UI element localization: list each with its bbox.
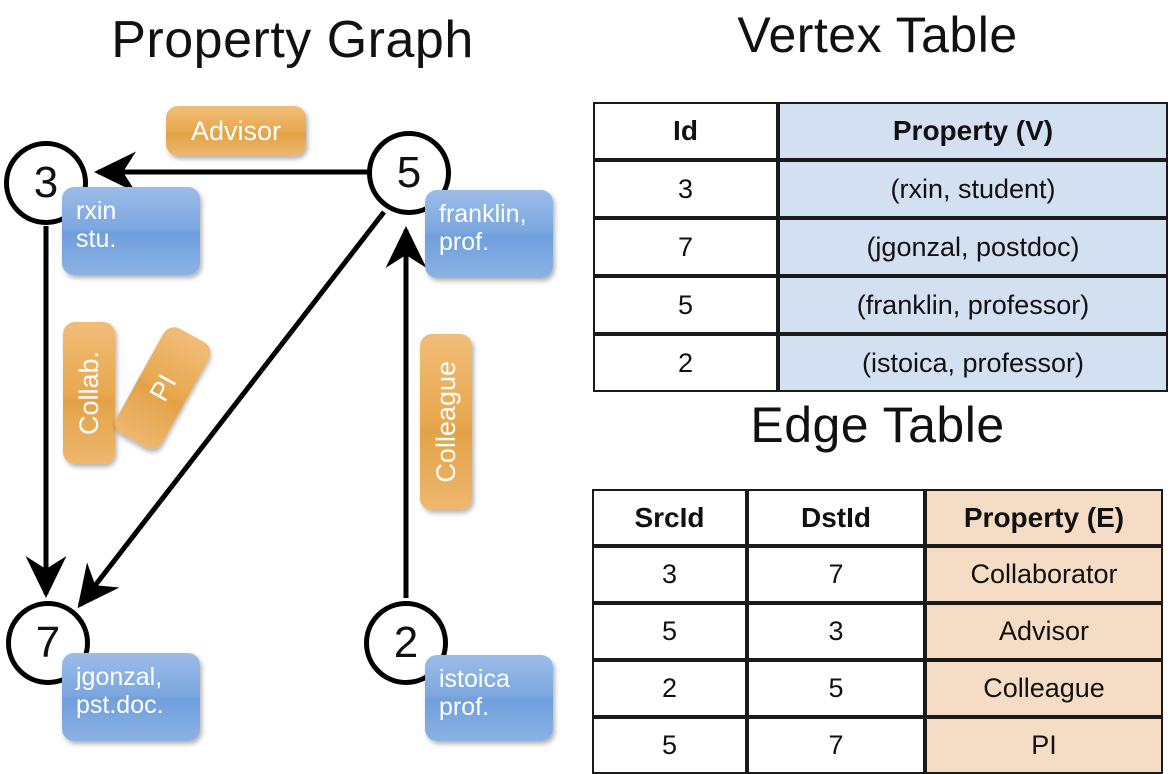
property-graph-diagram: 3 5 7 2 rxin stu. franklin, prof. jgonza…	[0, 0, 585, 760]
table-row[interactable]: 7 (jgonzal, postdoc)	[593, 218, 1168, 276]
edge-header-dstid: DstId	[747, 489, 925, 546]
edge-cell-dstid: 7	[747, 546, 925, 603]
node-property-box-5: franklin, prof.	[425, 190, 553, 278]
edge-cell-property: Collaborator	[925, 546, 1163, 603]
node-property-line1-2: istoica	[439, 665, 510, 693]
node-property-box-3: rxin stu.	[62, 187, 200, 275]
edge-header-property: Property (E)	[925, 489, 1163, 546]
edge-cell-srcid: 2	[592, 660, 747, 717]
node-property-line2-7: pst.doc.	[76, 691, 164, 719]
vertex-cell-id: 5	[593, 276, 778, 334]
vertex-cell-property: (franklin, professor)	[778, 276, 1168, 334]
vertex-table: Id Property (V) 3 (rxin, student) 7 (jgo…	[593, 102, 1168, 392]
edge-cell-srcid: 5	[592, 717, 747, 774]
table-row[interactable]: 5 7 PI	[592, 717, 1163, 774]
graph-node-2[interactable]: 2	[364, 601, 448, 685]
table-row[interactable]: 3 (rxin, student)	[593, 160, 1168, 218]
edge-label-colleague-text: Colleague	[430, 361, 461, 483]
table-row[interactable]: 2 (istoica, professor)	[593, 334, 1168, 392]
vertex-header-id: Id	[593, 102, 778, 160]
edge-cell-property: Advisor	[925, 603, 1163, 660]
vertex-cell-property: (jgonzal, postdoc)	[778, 218, 1168, 276]
edge-cell-property: PI	[925, 717, 1163, 774]
edge-table: SrcId DstId Property (E) 3 7 Collaborato…	[592, 489, 1163, 774]
page-title-property-graph: Property Graph	[111, 11, 474, 69]
graph-edges-svg	[25, 151, 427, 609]
section-title-vertex-table: Vertex Table	[737, 7, 1018, 63]
node-property-box-2: istoica prof.	[425, 655, 553, 741]
edge-label-advisor: Advisor	[166, 106, 306, 156]
table-header-row: Id Property (V)	[593, 102, 1168, 160]
vertex-cell-id: 2	[593, 334, 778, 392]
vertex-cell-property: (rxin, student)	[778, 160, 1168, 218]
vertex-cell-property: (istoica, professor)	[778, 334, 1168, 392]
node-property-line1-3: rxin	[76, 197, 117, 225]
edge-label-pi-text: PI	[143, 369, 182, 407]
table-row[interactable]: 2 5 Colleague	[592, 660, 1163, 717]
edge-label-collab: Collab.	[63, 322, 115, 464]
vertex-cell-id: 7	[593, 218, 778, 276]
table-row[interactable]: 5 (franklin, professor)	[593, 276, 1168, 334]
node-property-line2-2: prof.	[439, 693, 490, 721]
node-property-box-7: jgonzal, pst.doc.	[62, 653, 200, 741]
section-title-edge-table: Edge Table	[750, 397, 1005, 453]
vertex-cell-id: 3	[593, 160, 778, 218]
node-property-line1-5: franklin,	[439, 200, 527, 228]
table-row[interactable]: 5 3 Advisor	[592, 603, 1163, 660]
edge-cell-dstid: 7	[747, 717, 925, 774]
node-property-line2-5: prof.	[439, 228, 490, 256]
node-property-line1-7: jgonzal,	[76, 663, 163, 691]
edge-cell-srcid: 3	[592, 546, 747, 603]
table-header-row: SrcId DstId Property (E)	[592, 489, 1163, 546]
vertex-header-property: Property (V)	[778, 102, 1168, 160]
edge-cell-dstid: 3	[747, 603, 925, 660]
edge-label-colleague: Colleague	[420, 334, 472, 510]
edge-cell-dstid: 5	[747, 660, 925, 717]
edge-header-srcid: SrcId	[592, 489, 747, 546]
node-property-line2-3: stu.	[76, 225, 117, 253]
table-row[interactable]: 3 7 Collaborator	[592, 546, 1163, 603]
graph-edge-5-to-7	[77, 210, 386, 609]
graph-node-5[interactable]: 5	[367, 131, 451, 215]
edge-cell-property: Colleague	[925, 660, 1163, 717]
edge-cell-srcid: 5	[592, 603, 747, 660]
edge-label-collab-text: Collab.	[73, 350, 104, 436]
